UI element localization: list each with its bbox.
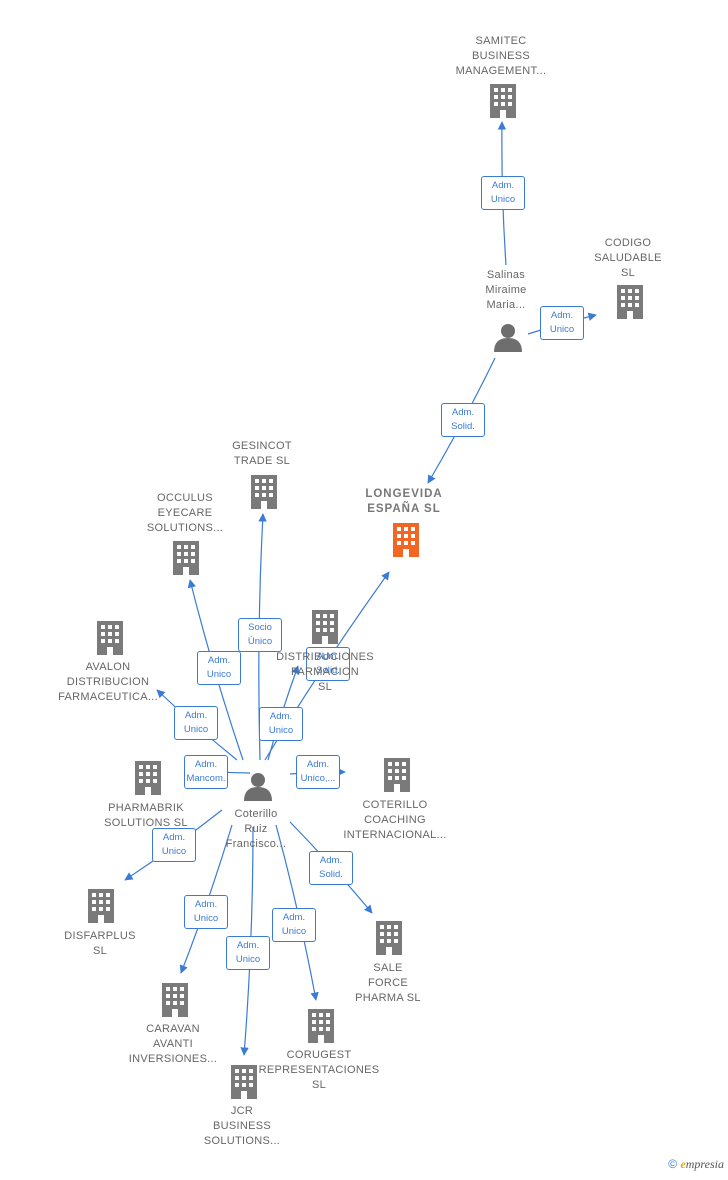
- person-icon-coterillo[interactable]: [244, 773, 272, 801]
- edge-label-coterillo-to-corugest[interactable]: Adm.Unico: [272, 908, 316, 942]
- edge-label-coterillo-to-longevida[interactable]: Adm.Solid.: [306, 647, 350, 681]
- copyright-symbol: ©: [668, 1157, 678, 1171]
- building-icon-disfarplus[interactable]: [88, 889, 114, 923]
- building-icon-gesincot[interactable]: [251, 475, 277, 509]
- edge-label-salinas-to-longevida[interactable]: Adm.Solid.: [441, 403, 485, 437]
- edge-label-coterillo-to-jcr[interactable]: Adm.Unico: [226, 936, 270, 970]
- edge-label-coterillo-to-avalon[interactable]: Adm.Unico: [174, 706, 218, 740]
- building-icon-sale_force[interactable]: [376, 921, 402, 955]
- edge-label-salinas-to-codigo[interactable]: Adm.Unico: [540, 306, 584, 340]
- building-icon-occulus[interactable]: [173, 541, 199, 575]
- footer-brand[interactable]: © empresia: [668, 1157, 724, 1172]
- edge-label-salinas-to-samitec[interactable]: Adm.Unico: [481, 176, 525, 210]
- edge-label-coterillo-to-pharmabrik[interactable]: Adm.Mancom.: [184, 755, 228, 789]
- building-icon-codigo[interactable]: [617, 285, 643, 319]
- building-icon-caravan[interactable]: [162, 983, 188, 1017]
- building-icon-avalon[interactable]: [97, 621, 123, 655]
- building-icon-coterillo_coaching[interactable]: [384, 758, 410, 792]
- edge-label-coterillo-to-sale_force[interactable]: Adm.Solid.: [309, 851, 353, 885]
- building-icon-samitec[interactable]: [490, 84, 516, 118]
- edge-label-coterillo-to-coterillo_coaching[interactable]: Adm.Unico,...: [296, 755, 340, 789]
- building-icon-distrib[interactable]: [312, 610, 338, 644]
- building-icon-jcr[interactable]: [231, 1065, 257, 1099]
- empresia-logo: empresia: [680, 1157, 724, 1171]
- nodes-layer: [88, 84, 643, 1099]
- edge-label-coterillo-to-disfarplus[interactable]: Adm.Unico: [152, 828, 196, 862]
- building-icon-corugest[interactable]: [308, 1009, 334, 1043]
- edge-label-coterillo-to-occulus[interactable]: Adm.Unico: [197, 651, 241, 685]
- building-icon-longevida[interactable]: [393, 523, 419, 557]
- building-icon-pharmabrik[interactable]: [135, 761, 161, 795]
- edge-label-coterillo-to-distrib[interactable]: Adm.Unico: [259, 707, 303, 741]
- edge-label-coterillo-to-caravan[interactable]: Adm.Unico: [184, 895, 228, 929]
- person-icon-salinas[interactable]: [494, 324, 522, 352]
